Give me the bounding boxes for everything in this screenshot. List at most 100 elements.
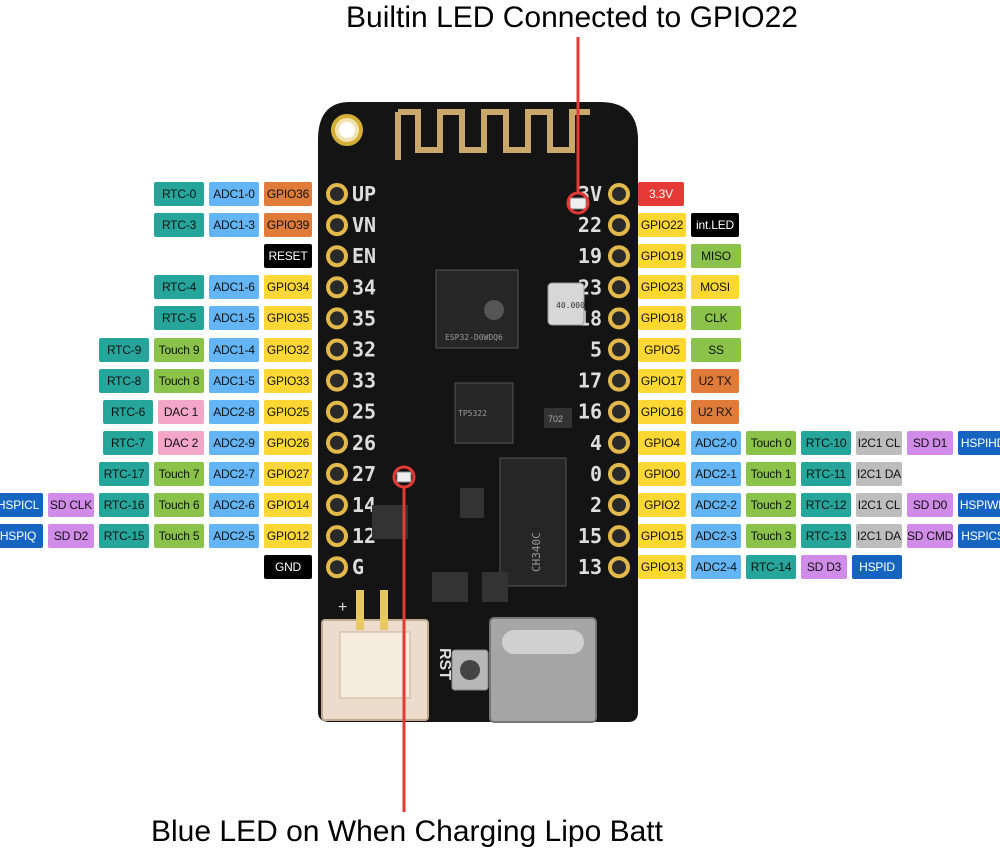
right-header-pin: [608, 276, 630, 299]
right-pin-label: HSPICS: [958, 524, 1000, 549]
silk-left-label: VN: [352, 213, 376, 237]
left-pin-label: ADC1-6: [209, 275, 259, 300]
right-header-pin: [608, 462, 630, 485]
left-header-pin: [326, 338, 348, 361]
right-pin-label: SS: [691, 337, 741, 362]
left-pin-label: Touch 5: [154, 524, 204, 549]
silk-right-label: 5: [590, 338, 602, 362]
right-pin-label: GPIO19: [638, 244, 686, 269]
left-pin-label: ADC1-4: [209, 337, 259, 362]
right-pin-label: ADC2-4: [691, 555, 741, 580]
left-pin-label: GPIO35: [264, 306, 312, 331]
silk-right-label: 13: [578, 555, 602, 579]
silk-right-label: 15: [578, 524, 602, 548]
left-pin-label: GPIO27: [264, 461, 312, 486]
right-pin-label: RTC-14: [746, 555, 796, 580]
left-pin-label: RTC-8: [99, 368, 149, 393]
crystal: [547, 282, 585, 326]
left-pin-label: GPIO25: [264, 399, 312, 424]
left-header-pin: [326, 525, 348, 548]
right-header-pin: [608, 214, 630, 237]
left-header-pin: [326, 494, 348, 516]
left-pin-label: ADC2-7: [209, 461, 259, 486]
left-pin-label: RTC-0: [154, 182, 204, 206]
silk-left-label: G: [352, 555, 364, 579]
left-pin-label: GND: [264, 555, 312, 580]
caption-builtin-led: Builtin LED Connected to GPIO22: [346, 1, 798, 34]
silk-left-label: 32: [352, 338, 376, 362]
left-pin-label: Touch 8: [154, 368, 204, 393]
right-pin-label: RTC-10: [801, 430, 851, 455]
left-pin-label: ADC2-8: [209, 399, 259, 424]
left-pin-label: Touch 7: [154, 461, 204, 486]
battery-plus: +: [338, 599, 347, 616]
right-pin-label: GPIO22: [638, 213, 686, 238]
left-header-pin: [326, 307, 348, 330]
left-pin-label: Touch 6: [154, 493, 204, 517]
right-pin-label: U2 RX: [691, 399, 739, 424]
crystal-label: 40.000: [556, 301, 585, 310]
right-pin-label: SD D0: [907, 493, 953, 517]
right-pin-label: I2C1 DA: [856, 524, 902, 549]
right-header-pin: [608, 369, 630, 392]
left-pin-label: GPIO34: [264, 275, 312, 300]
left-pin-label: GPIO39: [264, 213, 312, 238]
right-pin-label: SD CMD: [907, 524, 953, 549]
right-pin-label: GPIO0: [638, 461, 686, 486]
right-pin-label: HSPIHD: [958, 430, 1000, 455]
left-pin-label: ADC2-5: [209, 524, 259, 549]
right-header-pin: [608, 245, 630, 268]
silk-right-label: 0: [590, 462, 602, 486]
right-pin-label: Touch 3: [746, 524, 796, 549]
silk-left-label: 26: [352, 431, 376, 455]
right-pin-label: Touch 1: [746, 461, 796, 486]
right-pin-label: CLK: [691, 306, 741, 331]
right-pin-label: GPIO18: [638, 306, 686, 331]
right-header-pin: [608, 338, 630, 361]
silk-left-label: 35: [352, 306, 376, 330]
silk-left-label: UP: [352, 182, 376, 206]
silk-right-label: 19: [578, 244, 602, 268]
left-pin-label: RTC-6: [103, 399, 153, 424]
left-pin-label: SD CLK: [48, 493, 94, 517]
right-header-pin: [608, 431, 630, 454]
silk-right-label: 16: [578, 400, 602, 424]
right-pin-label: GPIO16: [638, 399, 686, 424]
left-pin-label: RTC-4: [154, 275, 204, 300]
right-pin-label: SD D1: [907, 430, 953, 455]
right-pin-label: HSPID: [852, 555, 902, 580]
left-pin-label: GPIO32: [264, 337, 312, 362]
silk-right-label: 2: [590, 493, 602, 517]
silk-left-label: 25: [352, 400, 376, 424]
right-pin-label: GPIO13: [638, 555, 686, 580]
left-header-pin: [326, 431, 348, 454]
silk-left-label: 33: [352, 369, 376, 393]
right-pin-label: Touch 0: [746, 430, 796, 455]
left-pin-label: GPIO33: [264, 368, 312, 393]
left-header-pin: [326, 556, 348, 579]
left-pin-label: ADC2-6: [209, 493, 259, 517]
silk-right-label: 4: [590, 431, 602, 455]
right-header-pin: [608, 556, 630, 579]
left-pin-label: GPIO36: [264, 182, 312, 206]
left-header-pin: [326, 183, 348, 205]
right-pin-label: ADC2-3: [691, 524, 741, 549]
ch340-chip: [499, 457, 567, 587]
left-pin-label: RTC-16: [99, 493, 149, 517]
chip3-label: CH340C: [530, 532, 543, 572]
left-pin-label: RESET: [264, 244, 312, 269]
left-pin-label: HSPIQ: [0, 524, 43, 549]
left-pin-label: ADC1-3: [209, 213, 259, 238]
silk-right-label: 17: [578, 369, 602, 393]
silk-right-label: 22: [578, 213, 602, 237]
right-header-pin: [608, 494, 630, 516]
left-pin-label: RTC-3: [154, 213, 204, 238]
chip2-label: TP5322: [458, 409, 487, 418]
left-pin-label: GPIO14: [264, 493, 312, 517]
right-pin-label: GPIO23: [638, 275, 686, 300]
left-pin-label: ADC2-9: [209, 430, 259, 455]
left-pin-label: Touch 9: [154, 337, 204, 362]
left-pin-label: RTC-17: [99, 461, 149, 486]
silk-left-label: 27: [352, 462, 376, 486]
